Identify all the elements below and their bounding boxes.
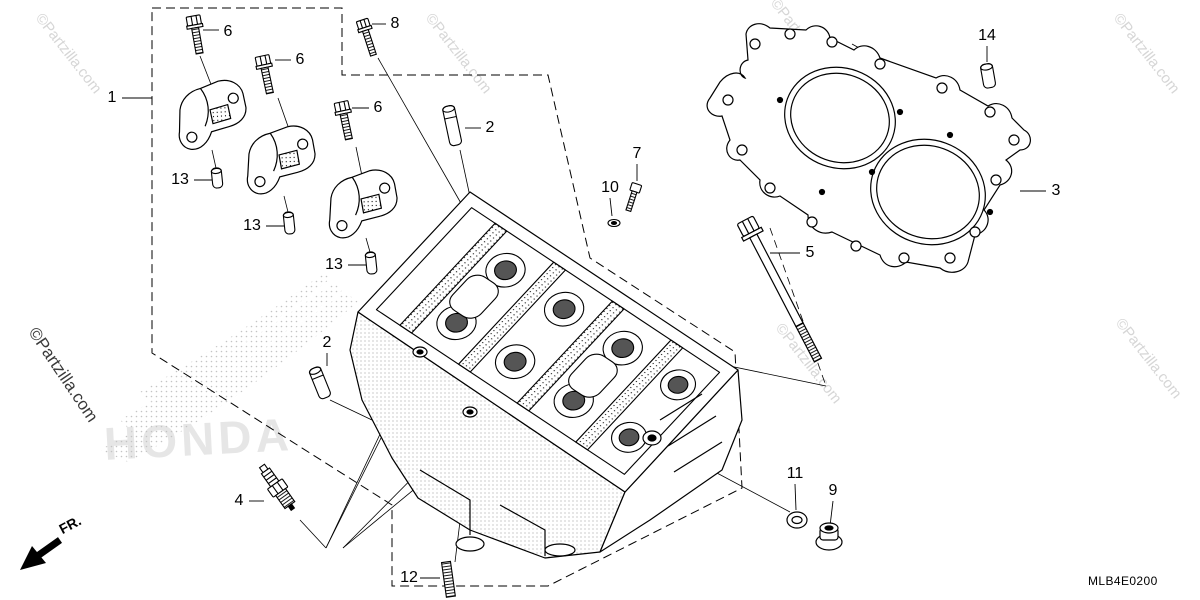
valve-pockets <box>429 247 704 460</box>
gasket-bore-front <box>784 66 896 170</box>
spark-plug <box>258 463 296 512</box>
camshaft-holder-a <box>178 79 247 150</box>
oil-plug-boss <box>642 430 662 446</box>
watermark-honda-wing <box>100 272 358 462</box>
callout-label-7: 7 <box>632 145 642 162</box>
gasket-holes <box>722 28 1020 264</box>
stud-bolt-small <box>625 182 643 213</box>
head-fins <box>659 393 723 473</box>
sealing-washer <box>786 511 808 529</box>
leader-line-9 <box>829 500 834 527</box>
callout-label-2: 2 <box>485 119 495 136</box>
holder-bolt-a <box>185 14 204 55</box>
diagram-code: MLB4E0200 <box>1088 574 1158 588</box>
callout-label-6: 6 <box>223 23 233 40</box>
dowel-pin-14 <box>980 63 996 89</box>
head-bolt <box>737 215 823 363</box>
front-arrow-icon <box>20 537 63 570</box>
stud-bolt <box>440 560 456 598</box>
callout-label-11: 11 <box>786 465 804 482</box>
dowel-pin-13b <box>282 211 296 235</box>
callout-label-12: 12 <box>400 569 418 586</box>
plug-bolt <box>815 522 843 551</box>
holder-bolt-c <box>333 100 353 141</box>
spark-plug-holes <box>412 346 478 418</box>
leader-line-10 <box>609 197 613 217</box>
callout-label-9: 9 <box>828 482 838 499</box>
head-top-details <box>376 208 719 475</box>
flange-bolt <box>356 17 377 57</box>
callout-label-14: 14 <box>978 27 996 44</box>
callout-label-13: 13 <box>243 217 261 234</box>
callout-label-13: 13 <box>325 256 343 273</box>
exhaust-ports <box>419 469 576 557</box>
callout-label-6: 6 <box>373 99 383 116</box>
camshaft-holder-b <box>246 125 316 195</box>
callout-label-1: 1 <box>107 89 117 106</box>
camshaft-holder-c <box>328 169 398 239</box>
cylinder-head-gasket <box>706 23 1031 273</box>
callout-label-3: 3 <box>1051 182 1061 199</box>
dowel-pin-2a <box>442 104 462 147</box>
dowel-pin-13c <box>364 251 378 275</box>
dowel-pin-2b <box>308 366 331 400</box>
callout-label-4: 4 <box>234 492 244 509</box>
callout-label-5: 5 <box>805 244 815 261</box>
callout-label-6: 6 <box>295 51 305 68</box>
holder-bolt-b <box>254 54 274 95</box>
head-top-face <box>357 191 739 493</box>
cylinder-head <box>349 191 743 559</box>
callout-label-8: 8 <box>390 15 400 32</box>
callout-label-13: 13 <box>171 171 189 188</box>
dowel-pin-13a <box>210 167 224 189</box>
callout-label-10: 10 <box>601 179 619 196</box>
callout-label-2: 2 <box>322 334 332 351</box>
assembly-outline <box>151 7 743 587</box>
sealing-washer-small <box>607 218 621 228</box>
cam-towers <box>444 271 622 402</box>
leader-lines <box>122 23 1046 579</box>
leader-line-11 <box>794 483 797 511</box>
